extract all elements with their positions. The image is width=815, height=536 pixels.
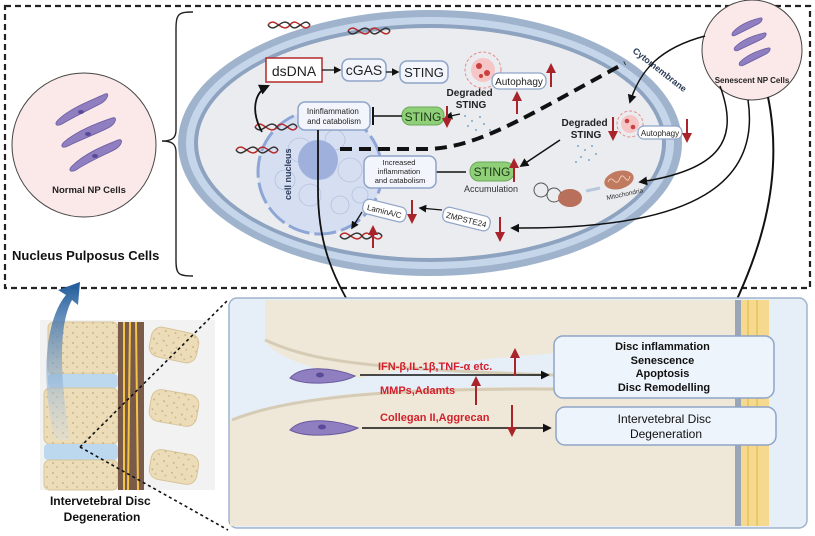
sting-fragments (575, 145, 597, 163)
dna-icon (235, 146, 279, 154)
sting-low-label: STING (405, 110, 442, 124)
dsdna-box (265, 57, 323, 83)
dna-icon (267, 21, 311, 29)
damaged-mitochondria-icon (533, 182, 582, 207)
increased-inflammation-label: Increased inflammation and catabolism (375, 158, 425, 185)
cell-nucleus-label: cell nucleus (283, 148, 293, 200)
mmps-label: MMPs,Adamts (380, 385, 455, 397)
degeneration-label: Intervetebral Disc Degeneration (618, 412, 715, 441)
np-cell-icon (289, 368, 357, 384)
accumulation-label: Accumulation (464, 184, 518, 194)
increased-inflammation-box (363, 155, 437, 189)
mitochondria-icon (604, 170, 634, 190)
dsdna-label: dsDNA (272, 63, 317, 79)
degraded-sting-label: Degraded STING (447, 88, 496, 111)
spine-label: Intervetebral Disc Degeneration (50, 494, 154, 524)
autophagosome-icon (464, 51, 502, 89)
collagen-label: Collegan II,Aggrecan (380, 412, 490, 424)
sting-box (399, 60, 449, 84)
senescent-np-cells: Senescent NP Cells (701, 0, 803, 101)
np-cell-icon (289, 420, 360, 436)
autophagy-label: Autophagy (495, 77, 543, 88)
divider-dashed (340, 61, 626, 151)
cytokines-label: IFN-β,IL-1β,TNF-α etc. (378, 361, 492, 373)
nucleus-pulposus-title: Nucleus Pulposus Cells (12, 248, 159, 263)
zmpste24-box (442, 206, 491, 232)
cgas-label: cGAS (346, 62, 383, 78)
dna-icon (347, 27, 391, 35)
transition-arrow (585, 186, 601, 193)
inflammation-box (297, 101, 371, 131)
senescent-cells-label: Senescent NP Cells (715, 76, 790, 85)
sting-fragments (464, 115, 491, 131)
autophagy-senescent-box (637, 125, 683, 140)
top-panel-border (3, 4, 812, 290)
spine-illustration (40, 320, 215, 491)
normal-np-cells: Normal NP Cells (11, 72, 157, 218)
degeneration-box (555, 406, 777, 446)
autophagy-senescent-label: Autophagy (641, 129, 679, 138)
degraded-sting-senescent-label: Degraded STING (562, 118, 611, 141)
brace (161, 11, 194, 277)
inflammation-label: Ininflammation and catabolism (307, 107, 361, 126)
sting-accumulation-label: STING (474, 165, 511, 179)
cgas-box (341, 58, 387, 82)
sting-label: STING (404, 65, 444, 80)
cell-body (178, 10, 682, 276)
normal-cells-label: Normal NP Cells (52, 185, 126, 196)
outcome-label: Disc inflammation Senescence Apoptosis D… (615, 341, 713, 394)
autophagy-box (491, 72, 547, 90)
autophagosome-icon (616, 110, 644, 138)
lamin-box (362, 198, 408, 223)
zoom-arrow (46, 282, 80, 440)
outcome-box (553, 335, 775, 399)
